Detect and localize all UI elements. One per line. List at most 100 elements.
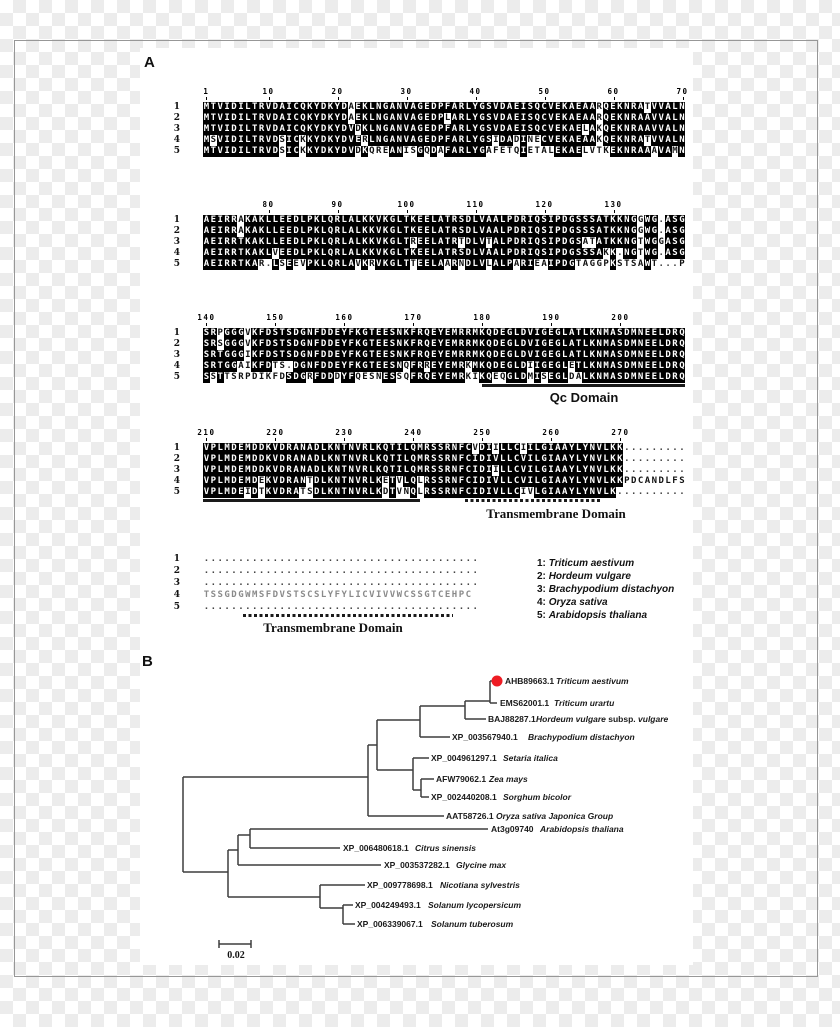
alignment-row-number: 4 xyxy=(173,135,180,145)
position-tick-label: 250 xyxy=(473,428,492,437)
position-tick-mark xyxy=(482,323,484,326)
alignment-row-number: 2 xyxy=(173,454,180,464)
position-tick-mark xyxy=(482,438,484,441)
legend-number: 3: xyxy=(537,584,546,595)
position-tick-mark xyxy=(620,323,622,326)
position-tick-mark xyxy=(544,97,546,100)
position-tick-mark xyxy=(406,210,408,213)
tree-leaf-species: Setaria italica xyxy=(503,753,558,763)
position-tick-mark xyxy=(206,323,208,326)
position-tick-mark xyxy=(344,438,346,441)
position-tick-label: 100 xyxy=(397,200,416,209)
legend-number: 2: xyxy=(537,571,546,582)
alignment-row-number: 3 xyxy=(173,578,180,588)
alignment-row-number: 3 xyxy=(173,237,180,247)
tree-leaf-accession: XP_003567940.1 xyxy=(452,732,518,742)
legend-item: 1: Triticum aestivum xyxy=(537,558,634,569)
position-tick-mark xyxy=(206,97,208,100)
tree-leaf-species: Oryza sativa Japonica Group xyxy=(496,811,614,821)
alignment-row-number: 2 xyxy=(173,113,180,123)
position-tick-mark xyxy=(620,438,622,441)
position-tick-label: 130 xyxy=(604,200,623,209)
legend-species: Hordeum vulgare xyxy=(548,571,631,582)
tree-leaf-accession: XP_003537282.1 xyxy=(384,860,450,870)
alignment-row-number: 3 xyxy=(173,124,180,134)
alignment-row: VPLMDEMDDKVDRANADLKNTNVRLKQTILQMRSSRNFCV… xyxy=(203,443,685,454)
alignment-row: AEIRRAKAKLLEEDLPKLQRLALKKVKGLTKEELATRSDL… xyxy=(203,215,686,226)
alignment-row-number: 2 xyxy=(173,226,180,236)
alignment-row: AEIRRTKAR.LSEEVPKLQRLAVKRVKGLTTEELAARNDL… xyxy=(203,259,685,270)
alignment-row-number: 5 xyxy=(173,372,180,382)
position-tick-mark xyxy=(206,438,208,441)
tree-leaf-accession: BAJ88287.1 xyxy=(488,714,536,724)
tree-leaf-species: Nicotiana sylvestris xyxy=(440,880,520,890)
tree-leaf-accession: EMS62001.1 xyxy=(500,698,550,708)
position-tick-label: 180 xyxy=(473,313,492,322)
position-tick-label: 200 xyxy=(611,313,630,322)
alignment-row-number: 5 xyxy=(173,602,180,612)
position-tick-label: 30 xyxy=(400,87,413,96)
alignment-row-number: 2 xyxy=(173,339,180,349)
qc-domain-label: Qc Domain xyxy=(549,390,619,405)
qc-domain-underline xyxy=(482,384,685,387)
alignment-row-number: 4 xyxy=(173,590,180,600)
tree-leaf-accession: AHB89663.1 xyxy=(505,676,555,686)
alignment-row: SRSGGGVKFDSTSDGNFDDEYFKGTEESNKFRQEYEMRRM… xyxy=(203,339,686,350)
alignment-row-number: 1 xyxy=(173,554,180,564)
tree-leaf-species: Zea mays xyxy=(489,774,528,784)
tm-domain-label-1: Transmembrane Domain xyxy=(486,506,626,521)
alignment-row-number: 1 xyxy=(173,102,180,112)
alignment-row-number: 5 xyxy=(173,487,180,497)
tree-leaf-species: Glycine max xyxy=(456,860,507,870)
position-tick-mark xyxy=(413,323,415,326)
tree-leaf-species: Solanum tuberosum xyxy=(431,919,514,929)
tree-leaf-accession: AFW79062.1 xyxy=(436,774,487,784)
alignment-row: SSTTSRPDIKFDSDGRFDDDYFQESNESSQFRQEYEMRKI… xyxy=(203,372,686,383)
tm-domain-dashes-1 xyxy=(465,499,600,502)
position-tick-label: 210 xyxy=(197,428,216,437)
position-tick-mark xyxy=(406,97,408,100)
tree-leaf-species: Sorghum bicolor xyxy=(503,792,571,802)
tm-domain-dashes-2 xyxy=(243,614,453,617)
position-tick-label: 1 xyxy=(203,87,210,96)
alignment-row-number: 3 xyxy=(173,350,180,360)
tree-leaf-species: Triticum aestivum xyxy=(556,676,629,686)
position-tick-label: 220 xyxy=(266,428,285,437)
tree-leaf-species: Arabidopsis thaliana xyxy=(540,824,624,834)
alignment-row: MSVIDILTRVDSICKKYDKYDVERLNGANVAGEDPFARLY… xyxy=(203,135,686,146)
position-tick-label: 70 xyxy=(676,87,689,96)
legend-item: 3: Brachypodium distachyon xyxy=(537,584,674,595)
position-tick-label: 230 xyxy=(335,428,354,437)
panel-b-label: B xyxy=(142,653,153,670)
position-tick-mark xyxy=(613,210,615,213)
position-tick-label: 60 xyxy=(607,87,620,96)
snare-underline xyxy=(203,499,420,502)
alignment-row: VPLMDEIDTKVDRATSDLKNTNVRLKDTVNQLRSSRNFCI… xyxy=(203,487,685,498)
position-tick-mark xyxy=(275,323,277,326)
position-tick-mark xyxy=(544,210,546,213)
legend-item: 2: Hordeum vulgare xyxy=(537,571,631,582)
position-tick-mark xyxy=(268,210,270,213)
position-tick-label: 20 xyxy=(331,87,344,96)
alignment-row: MTVIDILTRVDAICQKYDKYDVDKLNGANVAGEDPFARLY… xyxy=(203,124,686,135)
position-tick-label: 90 xyxy=(331,200,344,209)
alignment-row-number: 1 xyxy=(173,328,180,338)
tree-leaf-species: Hordeum vulgare subsp. vulgare xyxy=(536,714,669,724)
position-tick-mark xyxy=(337,97,339,100)
position-tick-mark xyxy=(475,97,477,100)
alignment-row-number: 4 xyxy=(173,361,180,371)
alignment-row: MTVIDILTRVDSICKKYDKYDVDKQREANISGQDAFARLY… xyxy=(203,146,686,157)
legend-number: 1: xyxy=(537,558,546,569)
tree-branches xyxy=(182,680,497,948)
position-tick-label: 190 xyxy=(542,313,561,322)
legend-item: 4: Oryza sativa xyxy=(537,597,608,608)
highlight-dot xyxy=(491,675,503,687)
position-tick-label: 40 xyxy=(469,87,482,96)
alignment-row-number: 3 xyxy=(173,465,180,475)
position-tick-mark xyxy=(475,210,477,213)
position-tick-label: 240 xyxy=(404,428,423,437)
alignment-row-number: 5 xyxy=(173,146,180,156)
alignment-row: ........................................ xyxy=(203,602,478,612)
position-tick-mark xyxy=(268,97,270,100)
